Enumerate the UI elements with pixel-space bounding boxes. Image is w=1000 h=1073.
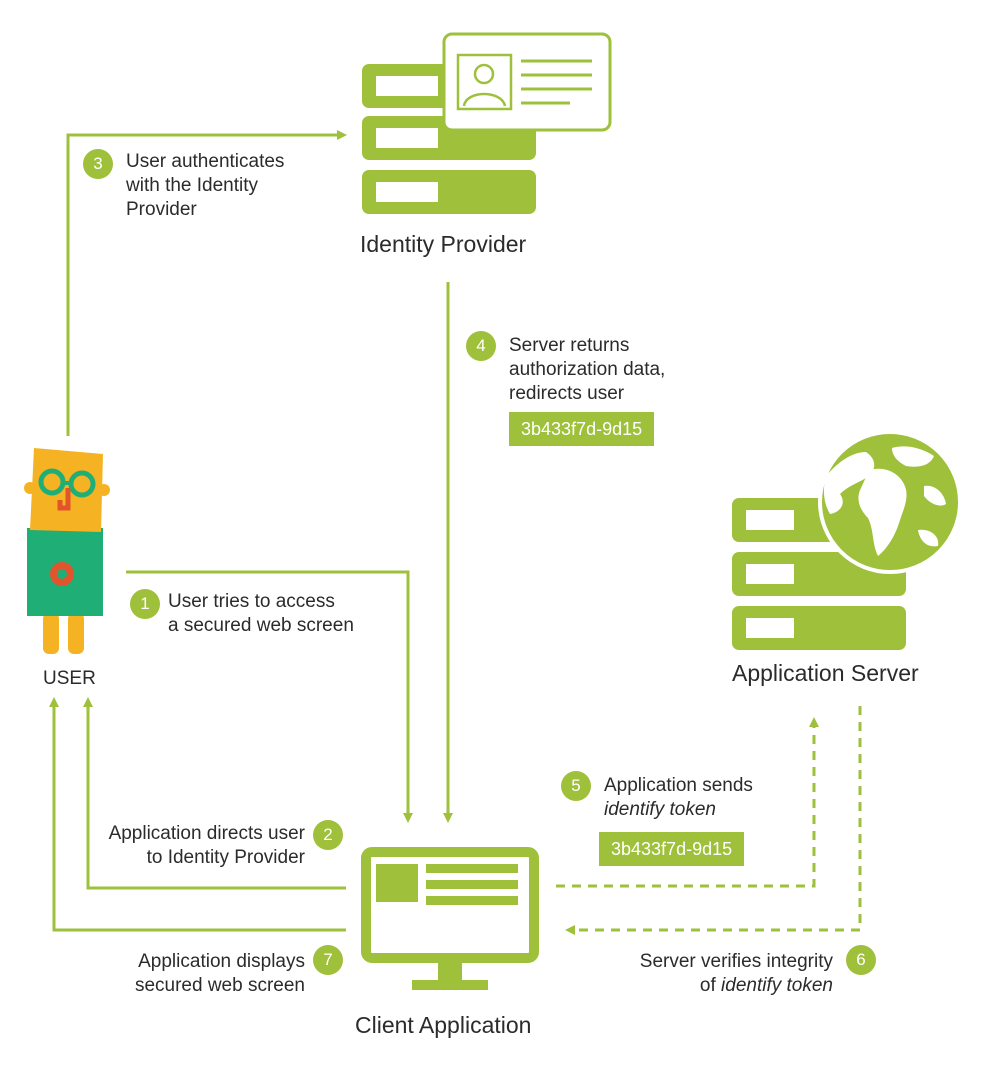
user-label: USER bbox=[43, 668, 96, 689]
arrow-step-6 bbox=[565, 706, 862, 935]
arrow-step-5 bbox=[556, 717, 819, 888]
arrow-step-2 bbox=[83, 697, 346, 890]
step-4-label: Server returns authorization data, redir… bbox=[509, 335, 666, 404]
step-4-token: 3b433f7d-9d15 bbox=[509, 412, 655, 446]
flow-connectors bbox=[49, 130, 862, 935]
step-1-label: User tries to access a secured web scree… bbox=[168, 591, 354, 636]
arrow-step-1 bbox=[126, 570, 413, 823]
client-application-label: Client Application bbox=[355, 1012, 532, 1038]
step-5-badge: 5 bbox=[561, 771, 591, 801]
identity-provider-label: Identity Provider bbox=[360, 231, 527, 257]
globe-icon bbox=[818, 430, 962, 574]
application-server-icon bbox=[732, 430, 962, 650]
step-2-label: Application directs user to Identity Pro… bbox=[108, 823, 305, 868]
user-avatar bbox=[24, 448, 110, 654]
step-2-badge: 2 bbox=[313, 820, 343, 850]
step-5-label: Application sends identify token bbox=[604, 775, 753, 820]
arrow-step-3 bbox=[66, 130, 347, 436]
id-card-icon bbox=[442, 32, 612, 132]
step-3-label: User authenticates with the Identity Pro… bbox=[126, 151, 285, 220]
application-server-label: Application Server bbox=[732, 660, 919, 686]
step-6-label: Server verifies integrity of identify to… bbox=[639, 951, 833, 996]
step-5-token: 3b433f7d-9d15 bbox=[599, 832, 745, 866]
step-7-label: Application displays secured web screen bbox=[134, 951, 305, 996]
step-6-badge: 6 bbox=[846, 945, 876, 975]
step-3-badge: 3 bbox=[83, 149, 113, 179]
arrow-step-7 bbox=[49, 697, 346, 932]
identity-provider-icon bbox=[362, 32, 612, 214]
step-1-badge: 1 bbox=[130, 589, 160, 619]
step-4-badge: 4 bbox=[466, 331, 496, 361]
client-application-icon bbox=[361, 847, 539, 990]
step-7-badge: 7 bbox=[313, 945, 343, 975]
